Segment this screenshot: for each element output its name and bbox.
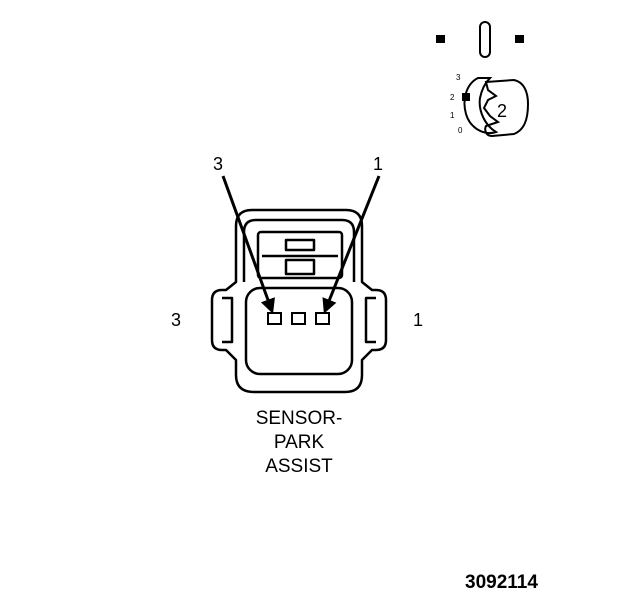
key-number: 2 — [497, 101, 507, 121]
ignition-scale-2: 2 — [450, 93, 455, 102]
connector-title-line-1: SENSOR- — [256, 408, 343, 429]
connector-housing — [210, 208, 388, 394]
housing-outer-shell — [210, 208, 388, 394]
callout-pin-1-label: 1 — [373, 154, 383, 174]
connector-title-line-2: PARK — [274, 432, 325, 453]
side-pin-3-label: 3 — [171, 310, 181, 330]
connector-title-line-3: ASSIST — [265, 456, 333, 477]
figure-id: 3092114 — [465, 572, 538, 593]
key-position-square-right — [515, 35, 524, 43]
latch-window — [284, 238, 316, 252]
terminal-cavities — [267, 312, 330, 325]
terminal-cavity-3 — [267, 312, 282, 325]
ignition-scale-1: 1 — [450, 111, 455, 120]
left-locating-rib — [222, 296, 234, 344]
right-locating-rib — [364, 296, 376, 344]
pin-1-leader-arrow — [322, 175, 381, 314]
ignition-dial-icon — [463, 77, 499, 134]
ignition-scale-3: 3 — [456, 73, 461, 82]
terminal-cavity-2 — [291, 312, 306, 325]
terminal-cavity-face — [244, 286, 354, 376]
ignition-scale-0: 0 — [458, 126, 463, 135]
key-head-icon — [482, 78, 530, 138]
side-pin-1-label: 1 — [413, 310, 423, 330]
key-slot-icon — [479, 21, 491, 58]
key-position-square-left — [436, 35, 445, 43]
key-inset: 3 2 1 0 2 — [436, 21, 530, 138]
locking-latch — [256, 230, 344, 280]
callout-pin-3-label: 3 — [213, 154, 223, 174]
terminal-cavity-1 — [315, 312, 330, 325]
ignition-indicator-square — [462, 93, 470, 101]
latch-tab — [284, 258, 316, 276]
pin-3-leader-arrow — [221, 175, 275, 314]
housing-inner-shell — [242, 218, 356, 282]
